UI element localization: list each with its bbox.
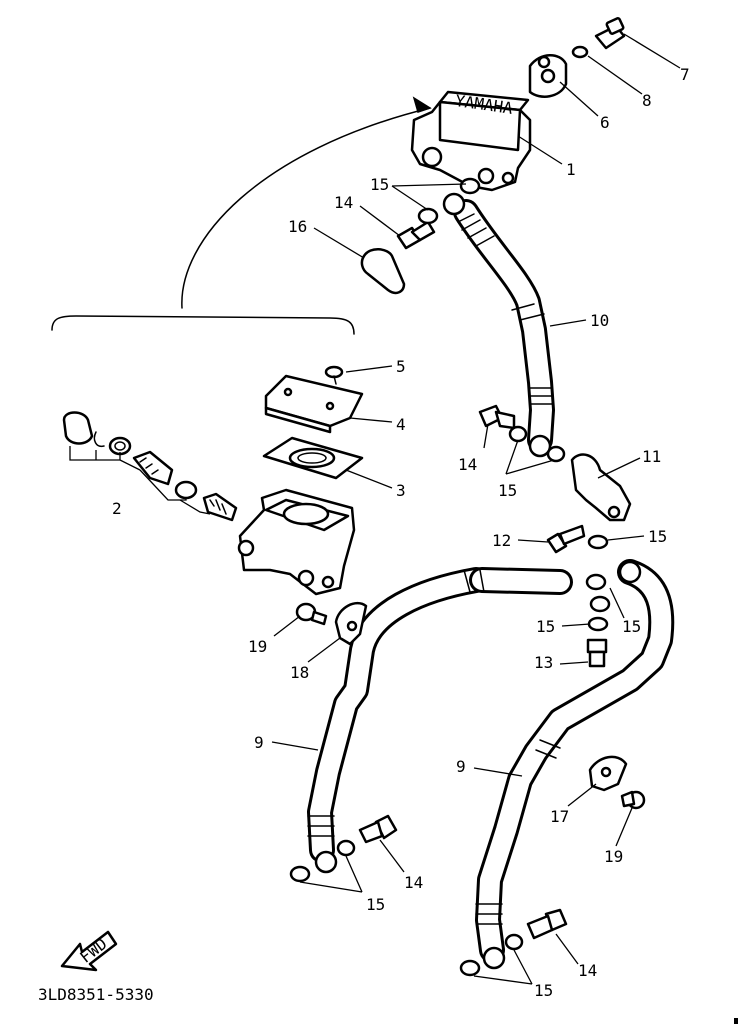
callout-18: 18	[290, 663, 309, 682]
callout-10: 10	[590, 311, 609, 330]
corner-mark	[734, 1018, 738, 1024]
callout-14: 14	[334, 193, 353, 212]
copper-washer	[587, 534, 609, 550]
callout-9: 9	[456, 757, 466, 776]
union-bolt	[358, 814, 398, 844]
copper-washer	[459, 177, 481, 195]
master-cylinder-body	[237, 488, 356, 596]
union-bolt	[526, 908, 568, 940]
copper-washer	[587, 616, 609, 632]
hose-banjo-left	[314, 850, 338, 874]
callout-16: 16	[288, 217, 307, 236]
callout-15: 15	[370, 175, 389, 194]
callout-4: 4	[396, 415, 406, 434]
callout-15: 15	[498, 481, 517, 500]
washer	[571, 45, 589, 59]
arrow-head	[412, 96, 432, 113]
rubber-boot	[360, 248, 406, 295]
copper-washer	[504, 933, 524, 951]
callout-3: 3	[396, 481, 406, 500]
callout-14: 14	[458, 455, 477, 474]
leader-lines	[271, 33, 681, 985]
callout-14: 14	[404, 873, 423, 892]
hose-banjo-mid	[528, 434, 552, 458]
copper-washer	[546, 445, 566, 463]
piston-kit	[62, 411, 238, 522]
hose-clamp	[588, 755, 628, 792]
callout-14: 14	[578, 961, 597, 980]
union-bolt	[478, 404, 516, 430]
callout-19: 19	[604, 847, 623, 866]
copper-washer	[585, 573, 607, 591]
callout-15: 15	[534, 981, 553, 1000]
union-bolt	[586, 638, 608, 668]
copper-washer	[589, 595, 611, 613]
fwd-arrow: FWD	[60, 930, 118, 972]
handlebar-clamp	[528, 54, 568, 98]
clamp-bolt	[295, 602, 328, 626]
copper-washer	[459, 959, 481, 977]
clamp-bolt	[620, 790, 646, 810]
assembly-arrow	[181, 107, 431, 309]
callout-7: 7	[680, 65, 690, 84]
union-bolt	[396, 220, 436, 250]
exploded-view-bracket	[51, 315, 355, 335]
hose-joint	[570, 453, 632, 522]
copper-washer	[508, 425, 528, 443]
hose-banjo-right	[482, 946, 506, 970]
callout-2: 2	[112, 499, 122, 518]
copper-washer	[289, 865, 311, 883]
callout-11: 11	[642, 447, 661, 466]
callout-9: 9	[254, 733, 264, 752]
diaphragm	[262, 436, 364, 480]
copper-washer	[336, 839, 356, 857]
callout-6: 6	[600, 113, 610, 132]
brake-hose-left	[307, 567, 573, 863]
callout-15: 15	[536, 617, 555, 636]
master-cylinder-assembly: YAMAHA	[410, 90, 532, 192]
clamp-bolt	[594, 17, 626, 50]
callout-15: 15	[648, 527, 667, 546]
callout-12: 12	[492, 531, 511, 550]
hose-clamp	[334, 601, 368, 646]
callout-1: 1	[566, 160, 576, 179]
callout-15: 15	[366, 895, 385, 914]
callout-19: 19	[248, 637, 267, 656]
drawing-code: 3LD8351-5330	[38, 985, 154, 1004]
callout-8: 8	[642, 91, 652, 110]
callout-5: 5	[396, 357, 406, 376]
hose-banjo-top	[442, 192, 466, 216]
hose-banjo-joint	[618, 560, 642, 584]
callout-labels: 7 8 6 1 15 14 16 10 5 4 3 2 14 15 11 12 …	[112, 65, 690, 1000]
brake-hose-upper	[453, 199, 555, 453]
brake-hose-right	[475, 559, 675, 963]
copper-washer	[417, 207, 439, 225]
joint-bolt	[546, 524, 586, 554]
callout-15: 15	[622, 617, 641, 636]
callout-13: 13	[534, 653, 553, 672]
screw	[324, 365, 344, 385]
reservoir-cap	[264, 374, 364, 434]
callout-17: 17	[550, 807, 569, 826]
